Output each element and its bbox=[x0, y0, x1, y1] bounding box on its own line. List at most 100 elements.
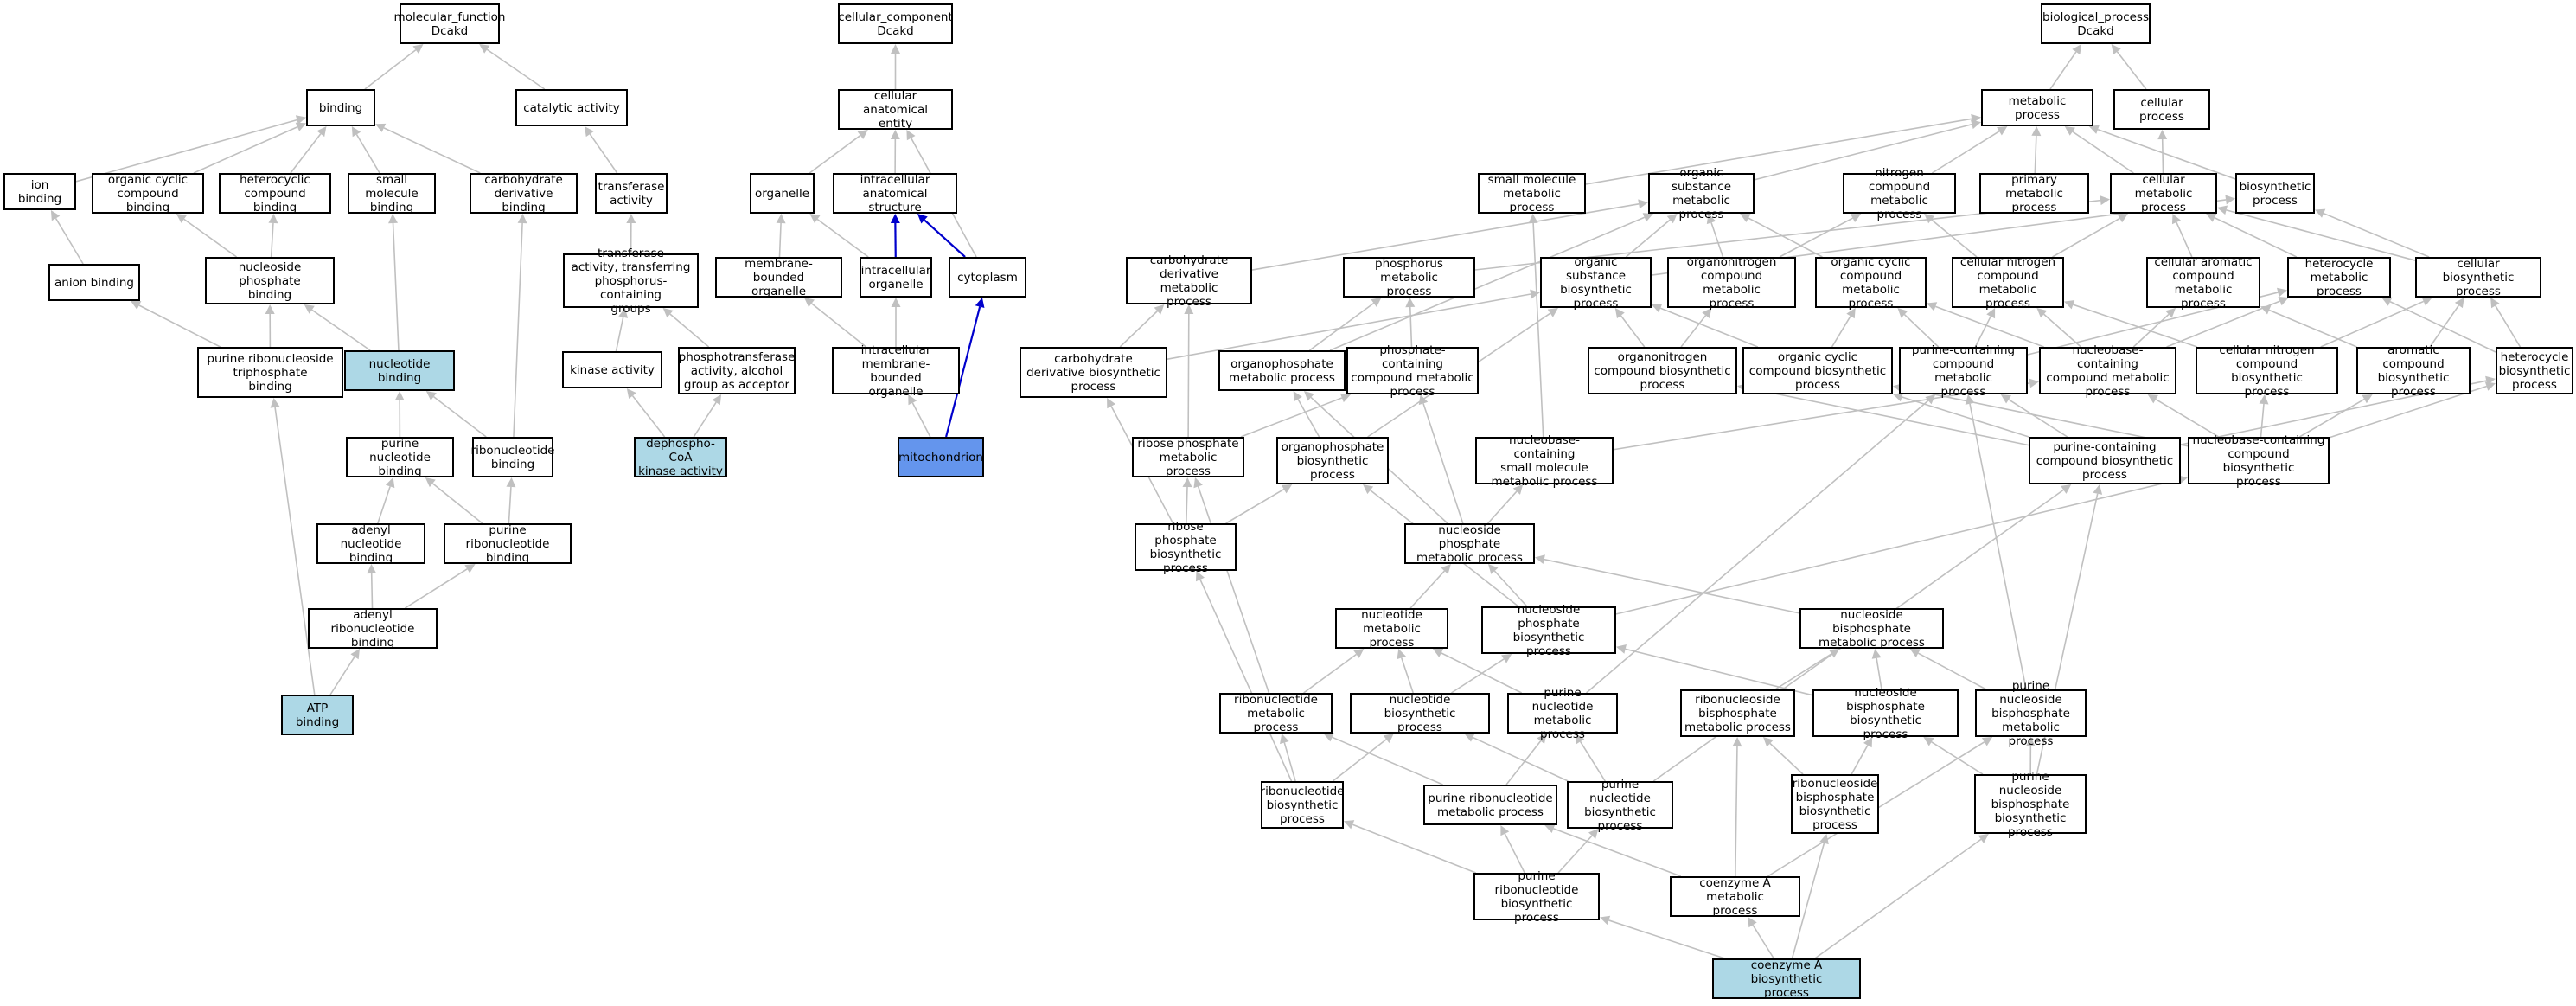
edge-pucbp-to-oncbp bbox=[1746, 387, 2029, 446]
node-phosph: phosphotransferase activity, alcohol gro… bbox=[678, 347, 796, 394]
arrowhead-punbp-to-punmp bbox=[1575, 734, 1585, 745]
node-prnmp: purine ribonucleotide metabolic process bbox=[1423, 785, 1557, 825]
arrowhead-nucphb-to-hetcyc bbox=[268, 214, 278, 224]
arrowhead-carbb-to-binding bbox=[375, 123, 387, 132]
arrowhead-nbpbp-to-nbpmp bbox=[1871, 649, 1882, 659]
node-cdmp: carbohydrate derivative metabolic proces… bbox=[1126, 253, 1252, 309]
arrowhead-hbp-to-hmp bbox=[2381, 297, 2393, 306]
edge-prnb-to-ribob bbox=[508, 486, 512, 524]
arrowhead-nbcbp-to-cncbp bbox=[2259, 394, 2269, 405]
arrowhead-pucbp-to-occbp bbox=[1893, 392, 1904, 402]
arrowhead-ribob-to-carbb bbox=[517, 214, 527, 224]
arrowhead-prnb-to-pnb bbox=[425, 477, 436, 488]
arrowhead-pnb-to-nucb bbox=[394, 391, 405, 401]
edge-transf-to-catalytic bbox=[589, 133, 618, 174]
arrowhead-nbcbp-to-nbcmp bbox=[2147, 394, 2158, 404]
node-nucphb: nucleoside phosphate binding bbox=[205, 257, 335, 304]
arrowhead-mito-to-imbo bbox=[908, 394, 917, 406]
arrowhead-rpmp-to-cdmp bbox=[1184, 304, 1194, 315]
arrowhead-coamp-to-rnbpmp bbox=[1732, 737, 1742, 747]
node-rnbpbp: ribonucleoside bisphosphate biosynthetic… bbox=[1791, 774, 1879, 834]
edge-kinase-to-transfp bbox=[615, 317, 624, 352]
node-prnbp: purine ribonucleotide biosynthetic proce… bbox=[1473, 869, 1600, 925]
edge-coamp-to-prnmp bbox=[1553, 828, 1682, 877]
arrowhead-orgcyc-to-binding bbox=[295, 122, 306, 131]
edge-io-to-organelle bbox=[816, 218, 869, 258]
arrowhead-oncbp-to-oncmp bbox=[1702, 308, 1712, 319]
node-acbp: aromatic compound biosynthetic process bbox=[2356, 343, 2471, 399]
edge-nbpbp-to-nphbp bbox=[1625, 648, 1813, 696]
edge-prnmp-to-rnmp bbox=[1332, 736, 1443, 785]
arrowhead-punbpbp-to-nbpbp bbox=[1923, 737, 1934, 746]
edge-ncmp-to-metp bbox=[1931, 131, 2000, 174]
node-nbpbp: nucleoside bisphosphate biosynthetic pro… bbox=[1812, 686, 1959, 741]
edge-nbpbp-to-nbpmp bbox=[1876, 657, 1882, 690]
edge-nucmp-to-nphmp bbox=[1409, 570, 1446, 609]
node-transf: transferase activity bbox=[595, 173, 668, 214]
node-mbo: membrane-bounded organelle bbox=[715, 257, 842, 298]
edge-dpcoa-to-phosph bbox=[693, 401, 717, 438]
arrowhead-nbcbp-to-hbp bbox=[2484, 381, 2496, 391]
node-rpmp: ribose phosphate metabolic process bbox=[1132, 437, 1244, 478]
edge-rnbp-to-nucbp bbox=[1332, 739, 1387, 782]
arrowhead-prnbp-to-prnmp bbox=[1500, 825, 1510, 836]
node-adrnb: adenyl ribonucleotide binding bbox=[308, 608, 438, 650]
node-oncbp: organonitrogen compound biosynthetic pro… bbox=[1588, 347, 1737, 394]
node-ias: intracellular anatomical structure bbox=[833, 173, 957, 215]
node-punbpbp: purine nucleoside bisphosphate biosynthe… bbox=[1974, 770, 2087, 839]
edge-atpb-to-adrnb bbox=[329, 656, 355, 695]
edge-cncmp-to-ncmp bbox=[1931, 219, 1978, 258]
edge-nbcbp-to-nbcmp bbox=[2155, 398, 2220, 438]
node-pucmp: purine-containing compound metabolic pro… bbox=[1899, 343, 2028, 399]
edge-imbo-to-mbo bbox=[811, 303, 866, 348]
edge-opmp-to-phmp bbox=[1309, 302, 1375, 351]
edge-hbp-to-hmp bbox=[2389, 301, 2496, 353]
edge-pccmp-to-phmp bbox=[1409, 306, 1413, 348]
edge-binding-to-mf bbox=[364, 49, 417, 90]
arrowhead-nbcmp-to-hmp bbox=[2278, 297, 2289, 306]
edge-occbp-to-occmp bbox=[1831, 316, 1851, 348]
edge-orgcyc-to-binding bbox=[193, 125, 298, 174]
arrowhead-rnmp-to-nucmp bbox=[1353, 649, 1365, 658]
arrowhead-adrnb-to-adnb bbox=[367, 564, 377, 574]
arrowhead-nucphb-to-orgcyc bbox=[176, 214, 187, 223]
edge-punbpmp-to-pucmp bbox=[1969, 403, 2027, 690]
edge-opmp-to-osmp bbox=[1329, 216, 1646, 351]
arrowhead-binding-to-mf bbox=[412, 44, 424, 54]
edge-acbp-to-cbp bbox=[2429, 304, 2460, 348]
node-osmp: organic substance metabolic process bbox=[1648, 166, 1755, 221]
node-smb: small molecule binding bbox=[348, 173, 436, 215]
edge-adrnb-to-adnb bbox=[370, 573, 374, 609]
node-punbpmp: purine nucleoside bisphosphate metabolic… bbox=[1975, 679, 2087, 748]
node-adnb: adenyl nucleotide binding bbox=[316, 523, 425, 565]
edge-nphbp-to-nphmp bbox=[1493, 570, 1528, 607]
node-pnb: purine nucleotide binding bbox=[346, 437, 454, 478]
arrowhead-opmp-to-phmp bbox=[1371, 298, 1382, 307]
arrowhead-osbp-to-bsp bbox=[2225, 195, 2235, 205]
edge-hetcyc-to-binding bbox=[290, 133, 322, 174]
edge-coamp-to-rnbpmp bbox=[1735, 746, 1738, 877]
arrowhead-cyto-to-cae bbox=[906, 130, 916, 141]
arrowhead-nphbp-to-opbp bbox=[1363, 484, 1374, 495]
node-cc: cellular_component Dcakd bbox=[838, 3, 953, 44]
arrowhead-prnmp-to-rnmp bbox=[1323, 733, 1334, 742]
edge-pucmp-to-cncmp bbox=[1974, 316, 1991, 348]
edge-pucmp-to-occmp bbox=[1903, 314, 1940, 348]
node-punmp: purine nucleotide metabolic process bbox=[1507, 686, 1618, 741]
node-nucbp: nucleotide biosynthetic process bbox=[1350, 693, 1490, 734]
arrowhead-transfp-to-transf bbox=[626, 214, 636, 224]
edge-prtb-to-anionb bbox=[138, 304, 221, 348]
edge-punbpmp-to-nbpmp bbox=[1917, 652, 1987, 690]
node-cncbp: cellular nitrogen compound biosynthetic … bbox=[2196, 343, 2338, 399]
edge-rnbp-to-rnmp bbox=[1283, 742, 1296, 782]
arrowhead-rpbp-to-rpmp bbox=[1182, 477, 1192, 488]
arrowhead-imbo-to-mbo bbox=[803, 298, 815, 308]
node-orgcyc: organic cyclic compound binding bbox=[92, 173, 204, 215]
arrowhead-coamp-to-prnmp bbox=[1544, 823, 1556, 834]
arrowhead-coabp-to-coamp bbox=[1748, 917, 1757, 928]
edge-cbp-to-cmp bbox=[2226, 209, 2416, 261]
edge-cbp-to-bsp bbox=[2323, 212, 2430, 258]
arrowhead-nbpmp-to-nphmp bbox=[1535, 554, 1545, 565]
edge-nbcbp-to-acbp bbox=[2298, 398, 2365, 438]
edge-nucphb-to-orgcyc bbox=[183, 218, 238, 258]
